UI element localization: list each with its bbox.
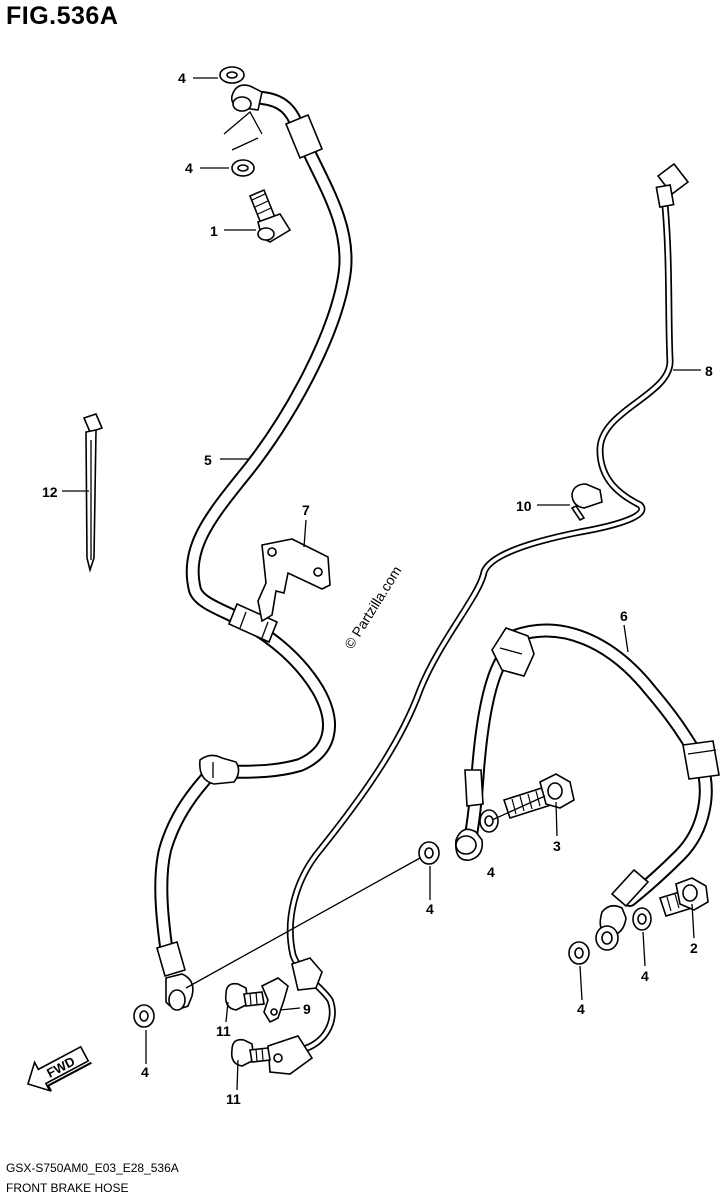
callout-union-bolt-mid: 3 <box>553 838 561 854</box>
washer-top-upper[interactable] <box>219 66 245 84</box>
callout-washer-right-upper: 4 <box>641 968 649 984</box>
washer-mid-left[interactable] <box>418 841 440 865</box>
hose-bracket[interactable] <box>257 538 331 623</box>
washer-right-upper[interactable] <box>632 907 652 931</box>
upper-brake-hose[interactable] <box>154 84 353 1011</box>
callout-washer-top-lower: 4 <box>185 160 193 176</box>
union-bolt-mid[interactable] <box>502 773 575 820</box>
washer-left-bottom[interactable] <box>133 1004 155 1028</box>
callout-washer-right-lower: 4 <box>577 1001 585 1017</box>
callout-wire-clamp: 10 <box>516 498 532 514</box>
fwd-label: FWD <box>44 1054 77 1081</box>
union-bolt-top[interactable] <box>248 188 292 243</box>
washer-right-ring[interactable] <box>595 925 619 951</box>
callout-washer-mid-right: 4 <box>487 864 495 880</box>
washer-mid-right[interactable] <box>479 809 499 833</box>
callout-bolt-clip: 11 <box>216 1023 231 1039</box>
callout-washer-left-bottom: 4 <box>141 1064 149 1080</box>
callout-hose-right: 6 <box>620 608 628 624</box>
callout-cable-tie: 12 <box>42 484 58 500</box>
callout-washer-mid-left: 4 <box>426 901 434 917</box>
callout-washer-top-upper: 4 <box>178 70 186 86</box>
leader-lines <box>62 77 701 1091</box>
callout-sensor-wire: 8 <box>705 363 713 379</box>
union-bolt-right[interactable] <box>658 877 709 917</box>
fwd-arrow-icon: FWD <box>26 1045 92 1092</box>
callout-bolt-sensor: 11 <box>226 1091 241 1107</box>
callout-union-bolt-top: 1 <box>210 223 218 239</box>
sensor-wire[interactable] <box>267 162 690 1075</box>
figure-code: GSX-S750AM0_E03_E28_536A <box>6 1161 179 1175</box>
washer-right-lower[interactable] <box>568 941 590 965</box>
wire-clip[interactable] <box>260 977 289 1024</box>
bolt-sensor[interactable] <box>230 1038 271 1067</box>
callout-union-bolt-right: 2 <box>690 940 698 956</box>
watermark: © Partzilla.com <box>341 563 405 651</box>
cable-tie[interactable] <box>82 413 104 573</box>
bolt-clip[interactable] <box>224 982 265 1011</box>
callout-clip: 9 <box>303 1001 311 1017</box>
washer-top-lower[interactable] <box>231 159 255 177</box>
figure-caption: FRONT BRAKE HOSE <box>6 1181 129 1195</box>
figure-title: FIG.536A <box>6 2 119 30</box>
callout-hose-upper: 5 <box>204 452 212 468</box>
callout-bracket: 7 <box>302 502 310 518</box>
wire-clamp[interactable] <box>570 483 603 522</box>
